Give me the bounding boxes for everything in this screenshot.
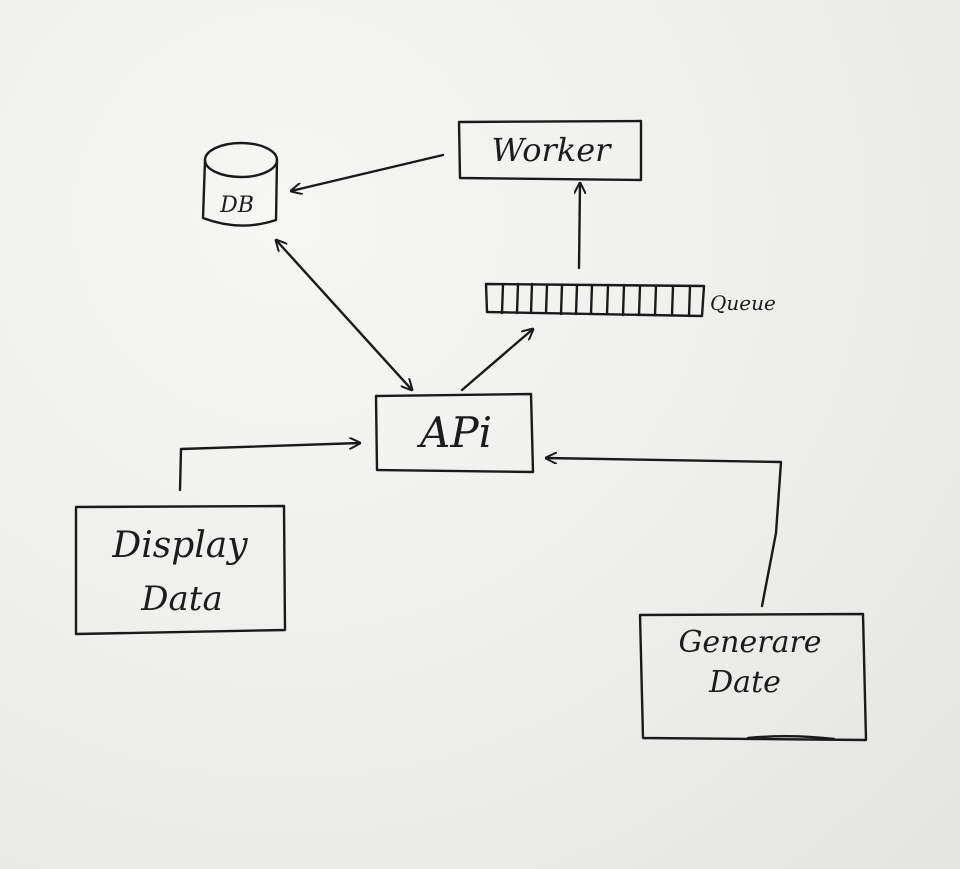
db-label: DB [219,193,254,218]
queue-label: Queue [710,291,776,315]
queue-outline [484,282,706,318]
generate-data-label-line1: Generare [678,625,821,660]
db-body [201,158,279,227]
db-top-ellipse [203,141,279,179]
arrow-generate-to-api [544,458,783,608]
worker-node: Worker [457,119,643,182]
generate-data-box [638,612,868,742]
api-node: APi [374,392,535,474]
arrow-queue-to-worker [579,181,580,270]
generate-data-node: Generare Date [638,612,868,742]
generate-data-box-mark [746,735,836,741]
arrow-worker-to-db [291,153,445,191]
api-box [374,392,535,474]
worker-label: Worker [492,131,613,169]
queue-slots [500,282,692,318]
arrow-db-api-bidirectional [276,240,412,390]
display-data-label-line2: Data [140,579,222,619]
arrow-display-to-api [178,443,360,492]
queue-node: Queue [484,282,776,318]
worker-box [457,119,643,182]
arrow-api-to-queue [460,329,533,392]
db-node: DB [201,141,279,227]
display-data-label-line1: Display [111,525,248,566]
display-data-box [74,504,287,636]
generate-data-label-line2: Date [708,665,781,700]
api-label: APi [416,408,492,457]
display-data-node: Display Data [74,504,287,636]
